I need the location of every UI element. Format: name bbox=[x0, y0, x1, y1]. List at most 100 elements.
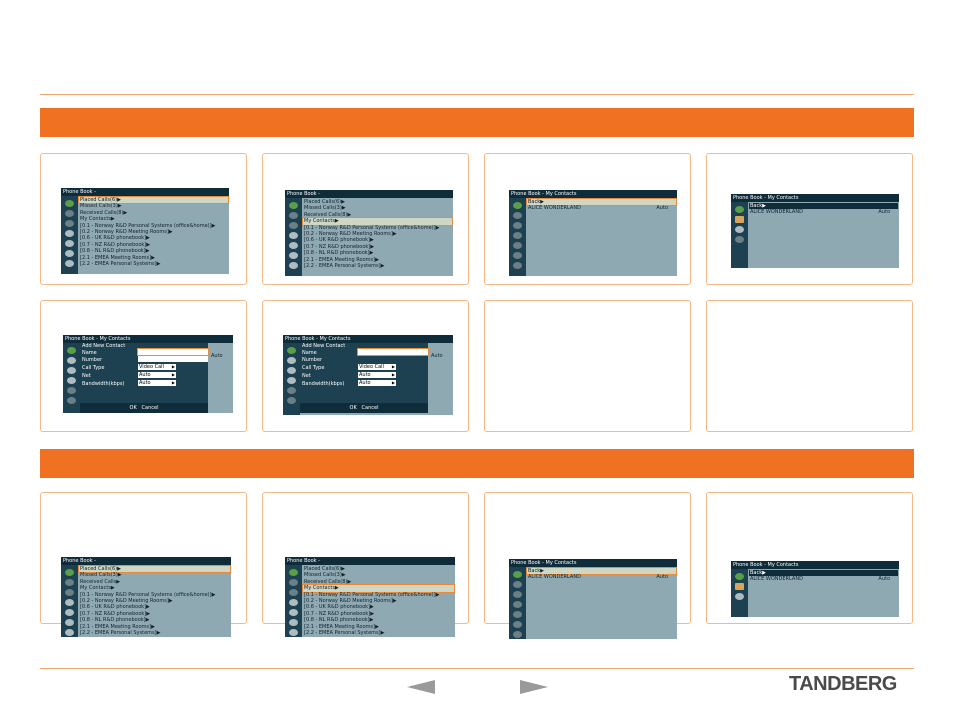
list-item[interactable]: [0.8 - NL R&D phonebook]▶ bbox=[80, 248, 150, 255]
contact-row[interactable]: ALICE WONDERLAND Auto bbox=[749, 209, 898, 215]
list-item[interactable]: Placed Calls(6)▶ bbox=[78, 564, 231, 574]
list-item[interactable]: [0.7 - NZ R&D phonebook]▶ bbox=[80, 241, 151, 248]
number-field[interactable] bbox=[138, 356, 208, 362]
list-item[interactable]: [0.1 - Norway R&D Personal Systems (offi… bbox=[80, 222, 216, 229]
step-card: Phone Book - Placed Calls(6)▶ Missed Cal… bbox=[262, 153, 469, 285]
cancel-button[interactable]: Cancel bbox=[141, 405, 159, 411]
list-item[interactable]: Received Calls(8)▶ bbox=[304, 211, 352, 218]
list-item[interactable]: [0.6 - UK R&D phonebook]▶ bbox=[80, 235, 150, 242]
calltype-select[interactable]: Video Call bbox=[358, 364, 396, 370]
list-item[interactable]: Missed Calls(3)▶ bbox=[304, 572, 346, 579]
step-card: Phone Book - Placed Calls(6)▶ Missed Cal… bbox=[40, 153, 247, 285]
list-item[interactable]: [2.2 - EMEA Personal Systems]▶ bbox=[80, 629, 161, 636]
bandwidth-select[interactable]: Auto bbox=[358, 380, 396, 386]
list-item[interactable]: [0.2 - Norway R&D Meeting Rooms]▶ bbox=[304, 597, 397, 604]
list-item[interactable]: [2.1 - EMEA Meeting Rooms]▶ bbox=[80, 623, 155, 630]
back-item[interactable]: Back▶ bbox=[749, 570, 898, 577]
phonebook-screen: Phone Book - Placed Calls(6)▶ Missed Cal… bbox=[61, 188, 229, 274]
section-bar-1 bbox=[40, 108, 914, 137]
contact-rate: Auto bbox=[656, 205, 668, 212]
list-item[interactable]: My Contacts▶ bbox=[80, 216, 115, 223]
phonebook-screen: Phone Book - Placed Calls(6)▶ Missed Cal… bbox=[61, 557, 231, 637]
list-item[interactable]: [2.2 - EMEA Personal Systems]▶ bbox=[304, 262, 385, 269]
back-item[interactable]: Back▶ bbox=[526, 197, 677, 207]
list-item[interactable]: Received Calls(8)▶ bbox=[304, 578, 352, 585]
contact-name: ALICE WONDERLAND bbox=[750, 209, 803, 216]
list-item[interactable]: Placed Calls(6)▶ bbox=[304, 566, 345, 572]
step-card: Phone Book - My Contacts Add New Contact… bbox=[262, 300, 469, 432]
list-item[interactable]: My Contacts▶ bbox=[302, 217, 453, 226]
list-item[interactable]: [0.8 - NL R&D phonebook]▶ bbox=[304, 617, 374, 624]
list-item[interactable]: [2.1 - EMEA Meeting Rooms]▶ bbox=[80, 254, 155, 261]
list-item[interactable]: Missed Calls(3)▶ bbox=[80, 203, 122, 210]
contacts-screen: Phone Book - My Contacts Back▶ ALICE WON… bbox=[509, 190, 677, 276]
back-item[interactable]: Back▶ bbox=[526, 566, 677, 576]
contact-name: ALICE WONDERLAND bbox=[750, 576, 803, 583]
list-item[interactable]: [0.6 - UK R&D phonebook]▶ bbox=[304, 604, 374, 611]
number-label: Number bbox=[82, 357, 103, 363]
list-item[interactable]: [0.1 - Norway R&D Personal Systems (offi… bbox=[304, 591, 440, 598]
name-field[interactable] bbox=[137, 348, 209, 356]
list-item[interactable]: My Contacts▶ bbox=[302, 584, 455, 593]
list-item[interactable]: [0.6 - UK R&D phonebook]▶ bbox=[304, 237, 374, 244]
screen-title: Phone Book - My Contacts bbox=[63, 335, 233, 343]
dialog-title: Add New Contact bbox=[302, 343, 346, 349]
list-item[interactable]: Received Calls▶ bbox=[80, 578, 121, 585]
list-item[interactable]: My Contacts▶ bbox=[80, 585, 115, 592]
footer-rule bbox=[40, 668, 914, 669]
list-item[interactable]: Missed Calls(3)▶ bbox=[304, 205, 346, 212]
step-card: Phone Book - Placed Calls(6)▶ Missed Cal… bbox=[40, 492, 247, 637]
prev-arrow-icon[interactable] bbox=[407, 680, 435, 694]
list-item[interactable]: [2.1 - EMEA Meeting Rooms]▶ bbox=[304, 623, 379, 630]
add-contact-dialog: Add New Contact Name Number Call Type Vi… bbox=[80, 343, 209, 413]
cancel-button[interactable]: Cancel bbox=[361, 405, 379, 411]
list-item[interactable]: [0.1 - Norway R&D Personal Systems (offi… bbox=[80, 591, 216, 598]
list-item[interactable]: Missed Calls(3)▶ bbox=[80, 572, 122, 579]
list-item[interactable]: [2.1 - EMEA Meeting Rooms]▶ bbox=[304, 256, 379, 263]
ok-button[interactable]: OK bbox=[129, 405, 137, 411]
net-select[interactable]: Auto bbox=[358, 372, 396, 378]
list-item[interactable]: [2.2 - EMEA Personal Systems]▶ bbox=[80, 260, 161, 267]
list-item[interactable]: Received Calls(8)▶ bbox=[80, 209, 128, 216]
list-item[interactable]: [0.7 - NZ R&D phonebook]▶ bbox=[304, 610, 375, 617]
name-field[interactable] bbox=[357, 348, 429, 356]
net-select[interactable]: Auto bbox=[138, 372, 176, 378]
contacts-screen: Phone Book - My Contacts Back▶ ALICE WON… bbox=[731, 194, 899, 268]
list-item[interactable]: [0.2 - Norway R&D Meeting Rooms]▶ bbox=[80, 228, 173, 235]
list-item[interactable]: [0.6 - UK R&D phonebook]▶ bbox=[80, 604, 150, 611]
list-item[interactable]: [0.8 - NL R&D phonebook]▶ bbox=[80, 617, 150, 624]
step-card: Phone Book - My Contacts Back▶ ALICE WON… bbox=[484, 153, 691, 285]
list-item[interactable]: [0.7 - NZ R&D phonebook]▶ bbox=[80, 610, 151, 617]
screen-title: Phone Book - bbox=[285, 557, 455, 565]
ok-button[interactable]: OK bbox=[349, 405, 357, 411]
bandwidth-label: Bandwidth(kbps) bbox=[82, 381, 125, 387]
list-item[interactable]: [0.2 - Norway R&D Meeting Rooms]▶ bbox=[80, 597, 173, 604]
brand-logo: TANDBERG bbox=[789, 673, 897, 695]
dialog-title: Add New Contact bbox=[82, 343, 126, 349]
list-item[interactable]: [0.7 - NZ R&D phonebook]▶ bbox=[304, 243, 375, 250]
bandwidth-select[interactable]: Auto bbox=[138, 380, 176, 386]
list-item[interactable]: [0.2 - Norway R&D Meeting Rooms]▶ bbox=[304, 230, 397, 237]
calltype-label: Call Type bbox=[82, 365, 105, 371]
step-card: Phone Book - My Contacts Back▶ ALICE WON… bbox=[706, 153, 913, 285]
contact-rate: Auto bbox=[878, 209, 890, 216]
list-item[interactable]: Placed Calls(6)▶ bbox=[304, 199, 345, 205]
list-item[interactable]: [0.1 - Norway R&D Personal Systems (offi… bbox=[304, 224, 440, 231]
back-item[interactable]: Back▶ bbox=[749, 203, 898, 210]
list-item[interactable]: [2.2 - EMEA Personal Systems]▶ bbox=[304, 629, 385, 636]
net-label: Net bbox=[82, 373, 91, 379]
phonebook-screen: Phone Book - Placed Calls(6)▶ Missed Cal… bbox=[285, 190, 453, 276]
calltype-select[interactable]: Video Call bbox=[138, 364, 176, 370]
empty-card bbox=[484, 300, 691, 432]
contact-rate: Auto bbox=[431, 353, 443, 359]
list-item[interactable]: Placed Calls(6)▶ bbox=[78, 195, 229, 205]
list-item[interactable]: [0.8 - NL R&D phonebook]▶ bbox=[304, 250, 374, 257]
screen-title: Phone Book - My Contacts bbox=[731, 194, 899, 202]
screen-title: Phone Book - bbox=[285, 190, 453, 198]
contact-rate: Auto bbox=[211, 353, 223, 359]
next-arrow-icon[interactable] bbox=[520, 680, 548, 694]
name-label: Name bbox=[82, 350, 97, 356]
